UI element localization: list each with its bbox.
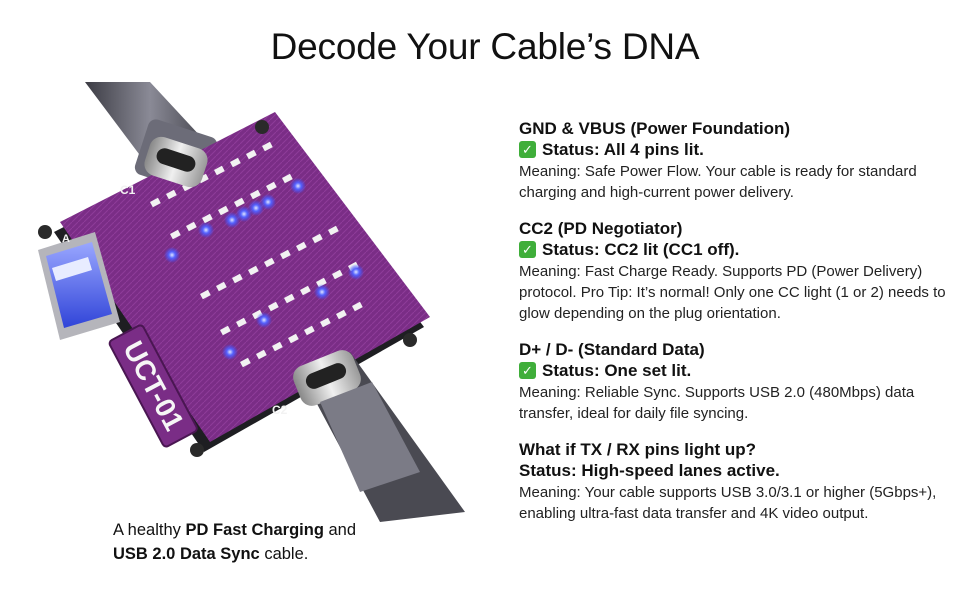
check-icon: ✓ (519, 141, 536, 158)
usb-cable-tester-illustration: UCT-01 C1 C2 A (38, 82, 465, 522)
caption-bold-usb: USB 2.0 Data Sync (113, 545, 260, 563)
top-usb-c-connector (144, 136, 208, 188)
section-heading: D+ / D- (Standard Data) (519, 340, 705, 359)
status-text: Status: All 4 pins lit. (542, 140, 704, 159)
section-cc2: CC2 (PD Negotiator) ✓ Status: CC2 lit (C… (519, 218, 964, 324)
port-a-label: A (62, 233, 70, 245)
section-data-lines: D+ / D- (Standard Data) ✓ Status: One se… (519, 339, 964, 424)
meaning-text: Meaning: Reliable Sync. Supports USB 2.0… (519, 384, 915, 422)
status-text: Status: High-speed lanes active. (519, 461, 780, 480)
section-gnd-vbus: GND & VBUS (Power Foundation) ✓ Status: … (519, 118, 964, 203)
caption-text: and (323, 521, 357, 539)
status-line: ✓ Status: CC2 lit (CC1 off). (519, 239, 964, 260)
section-heading: What if TX / RX pins light up? (519, 440, 757, 459)
caption-text: A healthy (113, 521, 186, 539)
section-heading: GND & VBUS (Power Foundation) (519, 119, 791, 138)
page-title: Decode Your Cable’s DNA (270, 26, 700, 67)
meaning-text: Meaning: Your cable supports USB 3.0/3.1… (519, 484, 937, 522)
check-icon: ✓ (519, 241, 536, 258)
status-line: ✓ Status: One set lit. (519, 360, 964, 381)
status-line: ✓ Status: All 4 pins lit. (519, 139, 964, 160)
status-text: Status: One set lit. (542, 361, 692, 380)
check-icon: ✓ (519, 362, 536, 379)
lit-leds (164, 178, 364, 360)
caption-text: cable. (259, 545, 309, 563)
meaning-text: Meaning: Safe Power Flow. Your cable is … (519, 163, 917, 201)
caption-bold-pd: PD Fast Charging (185, 521, 324, 539)
illustration-caption: A healthy PD Fast Charging and USB 2.0 D… (113, 518, 473, 566)
screws (38, 120, 417, 457)
section-tx-rx: What if TX / RX pins light up? Status: H… (519, 439, 964, 524)
status-text: Status: CC2 lit (CC1 off). (542, 240, 740, 259)
pin-status-guide: GND & VBUS (Power Foundation) ✓ Status: … (519, 118, 964, 539)
port-c1-label: C1 (120, 183, 136, 197)
usb-a-port (38, 232, 120, 340)
section-heading: CC2 (PD Negotiator) (519, 219, 683, 238)
meaning-text: Meaning: Fast Charge Ready. Supports PD … (519, 263, 946, 322)
status-line: Status: High-speed lanes active. (519, 460, 964, 481)
bottom-cable (293, 350, 465, 522)
port-c2-label: C2 (272, 403, 288, 417)
